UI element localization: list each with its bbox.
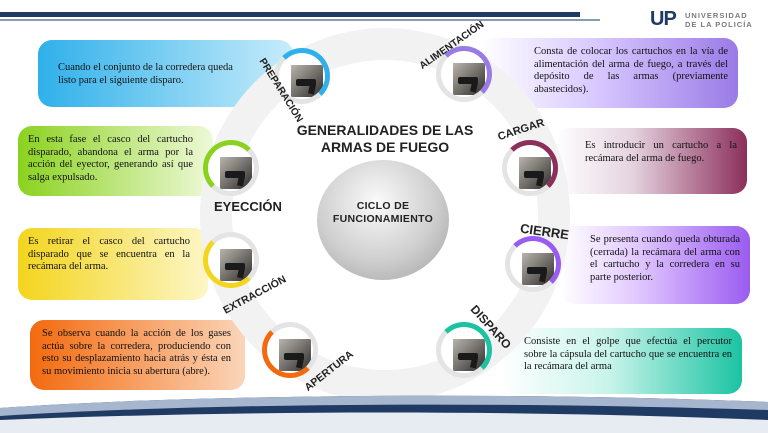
disparo-text: Consiste en el golpe que efectúa el perc… — [524, 336, 732, 372]
university-logo: UP UNIVERSIDAD DE LA POLICÍA — [650, 8, 765, 30]
eyeccion-label: EYECCIÓN — [214, 199, 282, 214]
preparacion-node — [274, 48, 330, 104]
diagram-title: GENERALIDADES DE LAS ARMAS DE FUEGO — [290, 122, 480, 156]
logo-line-1: UNIVERSIDAD — [685, 11, 748, 20]
eyeccion-description-box: En esta fase el casco del cartucho dispa… — [18, 126, 213, 196]
cargar-text: Es introducir un cartucho a la recámara … — [585, 140, 737, 164]
disparo-description-box: Consiste en el golpe que efectúa el perc… — [500, 328, 742, 394]
eyeccion-text: En esta fase el casco del cartucho dispa… — [28, 134, 193, 183]
firing-photo-icon — [453, 339, 485, 371]
cierre-description-box: Se presenta cuando queda obturada (cerra… — [560, 226, 750, 304]
center-text: CICLO DE FUNCIONAMIENTO — [317, 200, 449, 226]
header-bar — [0, 12, 580, 17]
cierre-node — [505, 236, 561, 292]
extraccion-description-box: Es retirar el casco del cartucho dispara… — [18, 228, 208, 300]
pistol-photo-icon — [291, 65, 323, 97]
apertura-description-box: Se observa cuando la acción de los gases… — [30, 320, 245, 390]
center-line-2: FUNCIONAMIENTO — [332, 213, 434, 225]
ejection-photo-icon — [220, 157, 252, 189]
extraccion-node — [203, 232, 259, 288]
logo-line-2: DE LA POLICÍA — [685, 20, 753, 29]
title-line-2: ARMAS DE FUEGO — [320, 139, 450, 155]
cargar-description-box: Es introducir un cartucho a la recámara … — [555, 128, 747, 194]
alimentacion-node — [436, 46, 492, 102]
center-line-1: CICLO DE — [356, 200, 410, 212]
cierre-text: Se presenta cuando queda obturada (cerra… — [590, 234, 740, 283]
header-bar-thin — [0, 19, 600, 21]
apertura-node — [262, 322, 318, 378]
loading-photo-icon — [519, 157, 551, 189]
preparacion-text: Cuando el conjunto de la corredera queda… — [58, 62, 233, 86]
eyeccion-node — [203, 140, 259, 196]
extraccion-text: Es retirar el casco del cartucho dispara… — [28, 236, 190, 272]
preparacion-description-box: Cuando el conjunto de la corredera queda… — [38, 40, 293, 107]
cargar-node — [502, 140, 558, 196]
alimentacion-text: Consta de colocar los cartuchos en la ví… — [534, 46, 728, 95]
disparo-node — [436, 322, 492, 378]
opening-photo-icon — [279, 339, 311, 371]
closing-photo-icon — [522, 253, 554, 285]
apertura-text: Se observa cuando la acción de los gases… — [42, 328, 231, 377]
center-circle — [317, 160, 449, 280]
logo-mark: UP — [650, 8, 677, 30]
title-line-1: GENERALIDADES DE LAS — [296, 122, 474, 138]
extraction-photo-icon — [220, 249, 252, 281]
bottom-wave — [0, 395, 768, 433]
magazine-photo-icon — [453, 63, 485, 95]
